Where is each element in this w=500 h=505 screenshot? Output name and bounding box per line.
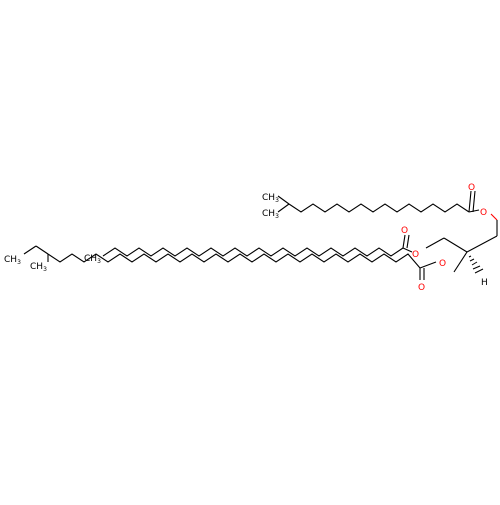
label-o-carbonyl-bot: O bbox=[418, 283, 425, 293]
bond-top-branch-2 bbox=[277, 203, 290, 213]
bond-glycerol-c1-c2 bbox=[466, 235, 498, 253]
label-o-ester-top: O bbox=[480, 208, 487, 218]
middle-acyl-chain bbox=[102, 234, 413, 257]
label-ch3-bot-1: CH3 bbox=[4, 255, 21, 266]
bond-middle-ester bbox=[402, 247, 413, 253]
bond-glycerol-c2-c3 bbox=[443, 237, 468, 253]
label-ch3-top-1: CH3 bbox=[262, 193, 279, 204]
label-o-ester-mid: O bbox=[412, 250, 419, 260]
label-ch3-top-2: CH3 bbox=[262, 209, 279, 220]
bond-top-carbonyl-a bbox=[468, 190, 472, 213]
label-ch3-mid: CH3 bbox=[84, 254, 101, 265]
label-o-carbonyl-top: O bbox=[468, 183, 475, 193]
bond-middle-carbonyl-b bbox=[406, 234, 410, 249]
glycerol-backbone bbox=[425, 235, 498, 273]
bond-bottom-ethyl-2 bbox=[35, 245, 49, 255]
label-o-carbonyl-mid: O bbox=[401, 226, 408, 236]
top-acyl-chain bbox=[277, 190, 498, 236]
bond-top-carbonyl-b bbox=[472, 190, 476, 213]
bond-top-ester-c bbox=[468, 209, 480, 213]
bond-glycerol-c3-o bbox=[425, 237, 445, 249]
bond-bottom-ethyl-1 bbox=[23, 245, 37, 255]
bond-bottom-zigzag bbox=[47, 253, 421, 269]
label-ch3-bot-2: CH3 bbox=[30, 262, 47, 273]
bond-top-ester-o bbox=[490, 213, 498, 221]
bottom-acyl-chain bbox=[23, 245, 437, 280]
bond-middle-zigzag bbox=[102, 247, 404, 257]
bond-glycerol-c2-o bbox=[453, 251, 468, 273]
bond-top-zigzag bbox=[288, 203, 470, 213]
bond-middle-carbonyl-a bbox=[402, 234, 406, 249]
bond-top-branch-1 bbox=[277, 195, 290, 205]
label-h-stereo: H bbox=[481, 278, 488, 288]
label-o-ester-bot: O bbox=[439, 259, 446, 269]
bond-bottom-ester bbox=[419, 261, 437, 269]
stereo-hash-wedge bbox=[468, 255, 484, 274]
